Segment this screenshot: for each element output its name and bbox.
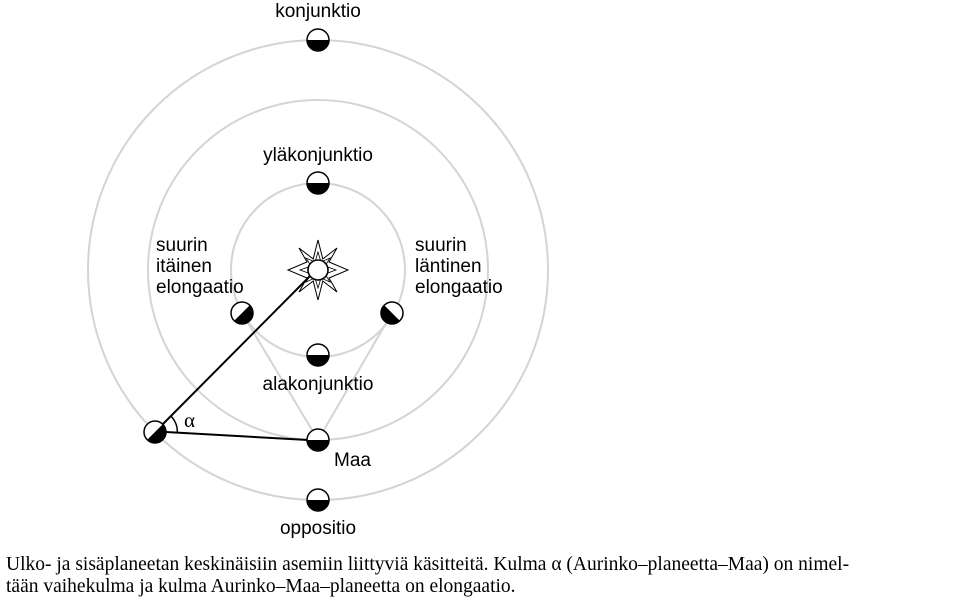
label-greatest-west-line3: elongaatio	[415, 277, 503, 298]
earth-icon	[306, 428, 330, 452]
label-conjunction: konjunktio	[275, 1, 361, 22]
label-greatest-east-line1: suurin	[156, 235, 208, 256]
label-greatest-west-line2: läntinen	[415, 256, 482, 277]
planet-greatest-west-elongation-icon	[380, 301, 404, 325]
label-earth: Maa	[334, 450, 371, 471]
label-superior-conjunction: yläkonjunktio	[263, 145, 373, 166]
label-greatest-east-line3: elongaatio	[156, 277, 244, 298]
sun-planet-line	[159, 275, 311, 428]
label-greatest-west-line1: suurin	[415, 235, 467, 256]
planet-outer-icon	[143, 420, 167, 444]
label-opposition: oppositio	[280, 518, 356, 539]
planet-greatest-east-elongation-icon	[230, 301, 254, 325]
planet-opposition-icon	[306, 488, 330, 512]
figure-caption: Ulko- ja sisäplaneetan keskinäisiin asem…	[6, 554, 956, 598]
sun-icon	[286, 239, 350, 301]
caption-line-2: tään vaihekulma ja kulma Aurinko–Maa–pla…	[6, 576, 516, 597]
label-greatest-east-line2: itäinen	[156, 256, 212, 277]
east-elongation-line	[241, 312, 319, 441]
caption-line-1: Ulko- ja sisäplaneetan keskinäisiin asem…	[6, 554, 850, 575]
west-elongation-line	[317, 312, 393, 441]
planet-earth-line	[165, 431, 309, 441]
planet-conjunction-icon	[306, 28, 330, 52]
planet-configuration-diagram: konjunktio yläkonjunktio suurin itäinen …	[87, 1, 549, 539]
label-phase-angle: α	[184, 408, 195, 432]
planet-superior-conjunction-icon	[306, 171, 330, 195]
planet-inferior-conjunction-icon	[306, 343, 330, 367]
label-inferior-conjunction: alakonjunktio	[263, 374, 374, 395]
phase-angle-arc	[170, 415, 179, 434]
